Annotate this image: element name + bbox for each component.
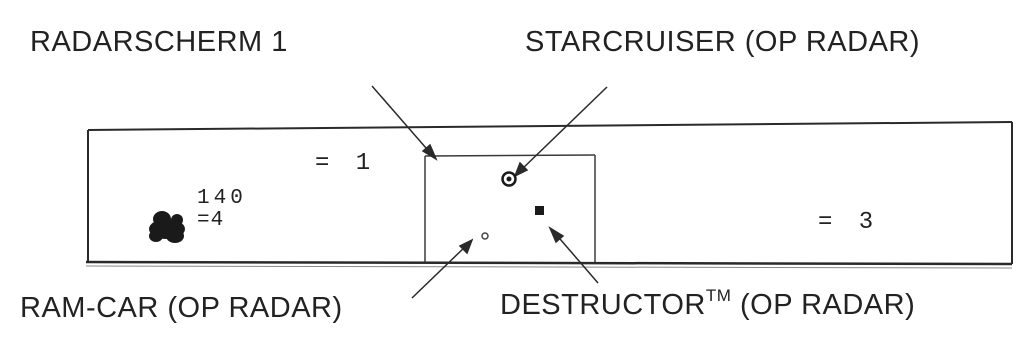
player-ship-icon (149, 211, 185, 243)
pointer-starcruiser (519, 87, 607, 172)
trademark-mark: TM (706, 286, 732, 305)
destructor-suffix: (OP RADAR) (731, 289, 915, 321)
ram-car-label: RAM-CAR (OP RADAR) (20, 292, 343, 325)
arrowhead-ram-car (460, 240, 472, 253)
destructor-name: DESTRUCTOR (500, 289, 706, 321)
radar-window (425, 155, 595, 262)
destructor-icon (535, 206, 544, 215)
destructor-label: DESTRUCTORTM (OP RADAR) (500, 286, 915, 322)
arrowhead-starcruiser (515, 163, 527, 176)
pointer-radar (372, 86, 433, 156)
radar-value: = 1 (315, 150, 376, 177)
radar-screen-label: RADARSCHERM 1 (30, 26, 288, 59)
pointer-ram-car (412, 244, 468, 298)
pointer-destructor (554, 232, 598, 283)
lives-value: =4 (197, 210, 224, 231)
ram-car-icon (482, 233, 488, 239)
score-value: 140 (197, 188, 247, 209)
starcruiser-label: STARCRUISER (OP RADAR) (525, 26, 920, 59)
level-value: = 3 (818, 209, 879, 236)
starcruiser-icon (503, 173, 516, 186)
